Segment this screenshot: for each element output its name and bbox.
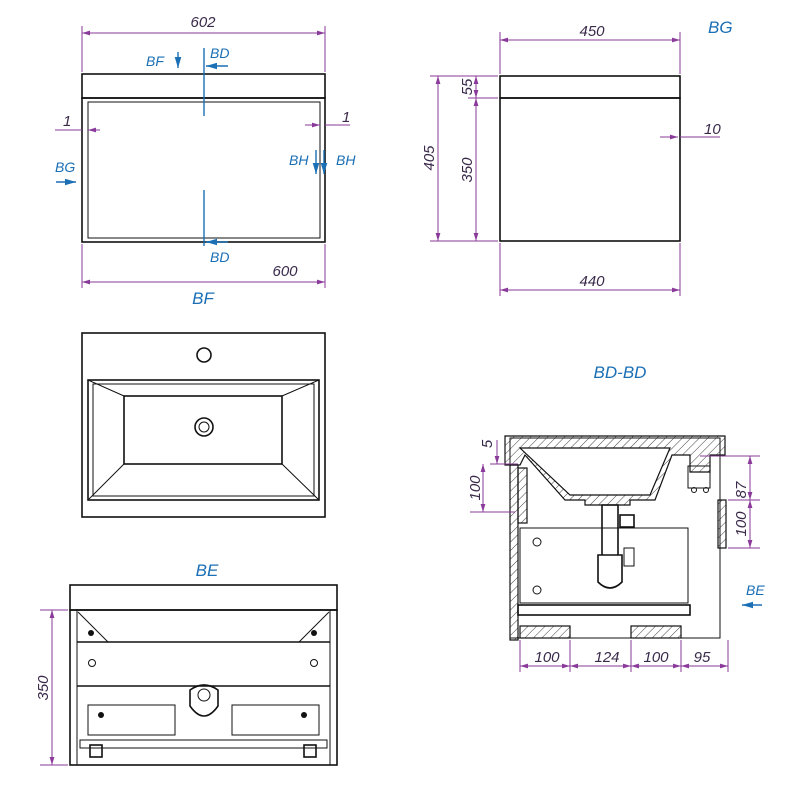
dim-100-left: 100 — [467, 475, 484, 501]
view-label-be: BE — [196, 561, 219, 580]
dim-bottom-3: 100 — [643, 649, 669, 666]
drain-icon — [194, 417, 214, 437]
section-mark-be: BE — [746, 582, 765, 598]
section-mark-bd-bottom: BD — [210, 249, 229, 265]
dim-450: 450 — [579, 23, 605, 40]
dim-55: 55 — [459, 78, 476, 95]
dim-bottom-4: 95 — [694, 649, 711, 666]
dim-440: 440 — [579, 273, 605, 290]
dim-87: 87 — [733, 481, 750, 498]
section-mark-bf: BF — [146, 53, 165, 69]
back-view: BE 350 — [35, 561, 338, 766]
dim-100-right: 100 — [733, 511, 750, 537]
dim-350-back: 350 — [35, 675, 52, 701]
section-mark-bh-right: BH — [336, 152, 356, 168]
section-mark-bg: BG — [55, 159, 75, 175]
view-label-bd-bd: BD-BD — [594, 363, 647, 382]
dim-bottom-2: 124 — [594, 649, 619, 666]
faucet-hole — [196, 347, 212, 363]
plan-view — [81, 332, 326, 518]
view-label-bg: BG — [708, 18, 733, 37]
dim-10: 10 — [704, 121, 721, 138]
dim-bottom-1: 100 — [534, 649, 560, 666]
section-mark-bh-left: BH — [289, 152, 309, 168]
dim-405: 405 — [421, 145, 438, 171]
section-view: BD-BD 5 100 87 100 100 124 100 95 BE — [467, 363, 765, 672]
side-view: BG 450 440 405 55 350 10 — [421, 18, 733, 296]
dim-5: 5 — [479, 439, 496, 448]
dim-602: 602 — [190, 14, 216, 31]
dim-gap-left: 1 — [63, 113, 71, 130]
dim-gap-right: 1 — [342, 109, 350, 126]
view-label-bf: BF — [192, 289, 215, 308]
section-mark-bd-top: BD — [210, 45, 229, 61]
dim-600: 600 — [272, 263, 298, 280]
front-view: 602 600 BF 1 1 BF BD BD BG BH BH — [55, 14, 356, 308]
dim-350: 350 — [459, 157, 476, 183]
